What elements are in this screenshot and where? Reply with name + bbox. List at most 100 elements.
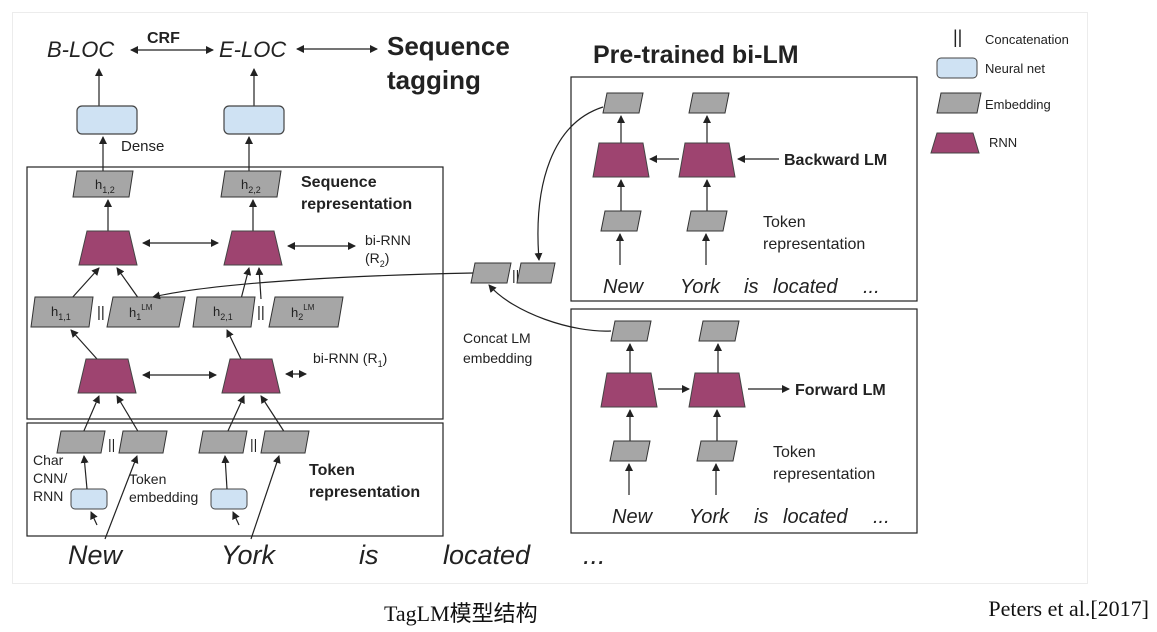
bwd-rnn-2 [678, 142, 736, 178]
legend-concatenation-label: Concatenation [985, 32, 1069, 47]
birnn-r1-label: bi-RNN (R1) [313, 350, 387, 369]
arrow-tok1-rnn1 [116, 395, 140, 434]
concat-bar-2: || [257, 304, 265, 321]
char-cnn-rnn-label-2: CNN/ [33, 470, 67, 486]
word-new: New [68, 540, 124, 570]
arrow-york-tok2 [250, 455, 281, 540]
rnn-r1-token1 [77, 358, 137, 394]
bwd-word-new: New [603, 276, 645, 298]
citation: Peters et al.[2017] [988, 596, 1149, 621]
rnn-r2-token2 [223, 230, 283, 266]
arrow-cnn1-char1 [80, 455, 89, 490]
legend: || Concatenation Neural net Embedding RN… [930, 27, 1069, 154]
bwd-rnn-1 [592, 142, 650, 178]
fwd-word-located: located [783, 506, 848, 528]
legend-embedding-swatch [936, 92, 982, 114]
lm-forward-embedding [470, 262, 512, 284]
arrow-new-cnn1 [90, 511, 98, 526]
token-embedding-label-2: embedding [129, 489, 198, 505]
fwd-word-new: New [612, 506, 654, 528]
fwd-rnn-2 [688, 372, 746, 408]
forward-lm-box [570, 308, 918, 534]
birnn-r2-label: bi-RNN [365, 232, 411, 248]
sequence-representation-title-2: representation [301, 196, 412, 213]
curve-forward-to-concat [488, 284, 612, 332]
arrow-char1-rnn1 [82, 395, 100, 434]
char-embedding-1 [56, 430, 106, 454]
lm-backward-embedding [516, 262, 556, 284]
legend-neural-net-label: Neural net [985, 61, 1045, 76]
arrow-york-cnn2 [232, 511, 240, 526]
dense-1-neural-net [76, 105, 138, 135]
fwd-word-york: York [689, 506, 730, 528]
h1lm-label: h1LM [129, 303, 153, 322]
concat-lm-label-2: embedding [463, 350, 532, 366]
token-embedding-label: Token [129, 471, 166, 487]
legend-rnn-swatch [930, 132, 980, 154]
bwd-top-embedding-1 [602, 92, 644, 114]
legend-embedding-label: Embedding [985, 97, 1051, 112]
h12-label: h1,2 [95, 177, 115, 195]
bwd-token-embedding-2 [686, 210, 728, 232]
dense-label: Dense [121, 138, 164, 155]
taglm-diagram: B-LOC E-LOC CRF Sequence tagging Dense S… [12, 12, 1088, 584]
pretrained-bilm-title: Pre-trained bi-LM [593, 41, 799, 69]
concat-lm-label: Concat LM [463, 330, 531, 346]
concat-bar-1: || [97, 304, 105, 321]
arrow-tok2-rnn1 [260, 395, 286, 434]
bwd-word-located: located [773, 276, 838, 298]
arrow-cnn2-char2 [221, 455, 230, 490]
arrow-rnn1b-h21 [226, 329, 242, 360]
figure-caption: TagLM模型结构 [384, 601, 538, 626]
word-located: located [443, 540, 531, 570]
legend-concat-symbol: || [953, 27, 962, 47]
fwd-rnn-1 [600, 372, 658, 408]
sequence-tagging-title-2: tagging [387, 65, 481, 95]
fwd-word-is: is [754, 506, 768, 528]
rnn-r2-token1 [78, 230, 138, 266]
h22-label: h2,2 [241, 177, 261, 195]
fwd-token-embedding-1 [609, 440, 651, 462]
forward-lm-label: Forward LM [795, 382, 886, 399]
h2lm-label: h2LM [291, 303, 315, 322]
fwd-top-embedding-1 [610, 320, 652, 342]
concat-bar-5: || [512, 267, 519, 283]
fwd-token-rep-label-2: representation [773, 466, 875, 483]
concat-bar-4: || [250, 436, 257, 452]
char-embedding-2 [198, 430, 248, 454]
fwd-token-rep-label: Token [773, 444, 816, 461]
backward-lm-label: Backward LM [784, 152, 887, 169]
rnn-r1-token2 [221, 358, 281, 394]
fwd-top-embedding-2 [698, 320, 740, 342]
fwd-token-embedding-2 [696, 440, 738, 462]
crf-label: CRF [147, 30, 180, 47]
bwd-token-rep-label-2: representation [763, 236, 865, 253]
embedding-h12 [72, 170, 134, 198]
e-loc-label: E-LOC [219, 37, 286, 62]
concat-bar-3: || [108, 436, 115, 452]
token-embedding-1 [118, 430, 168, 454]
sequence-representation-title: Sequence [301, 174, 377, 191]
token-representation-title: Token [309, 462, 355, 479]
h21-label: h2,1 [213, 304, 233, 322]
embedding-h22 [220, 170, 282, 198]
bwd-token-rep-label: Token [763, 214, 806, 231]
bwd-word-york: York [680, 276, 721, 298]
embedding-h21 [192, 296, 256, 328]
token-representation-box [26, 422, 444, 537]
arrow-h11-rnn2 [70, 267, 100, 300]
arrow-rnn1a-h11 [70, 329, 98, 360]
embedding-h2lm [268, 296, 344, 328]
birnn-r2-label-2: (R2) [365, 250, 389, 269]
bwd-word-is: is [744, 276, 758, 298]
arrow-h2lm-rnn2 [255, 267, 264, 300]
bwd-top-embedding-2 [688, 92, 730, 114]
token-representation-title-2: representation [309, 484, 420, 501]
b-loc-label: B-LOC [47, 37, 114, 62]
fwd-word-ellipsis: ... [873, 506, 890, 528]
arrow-char2-rnn1 [226, 395, 245, 434]
h11-label: h1,1 [51, 304, 71, 322]
legend-rnn-label: RNN [989, 135, 1017, 150]
bwd-word-ellipsis: ... [863, 276, 880, 298]
sequence-tagging-title: Sequence [387, 31, 510, 61]
